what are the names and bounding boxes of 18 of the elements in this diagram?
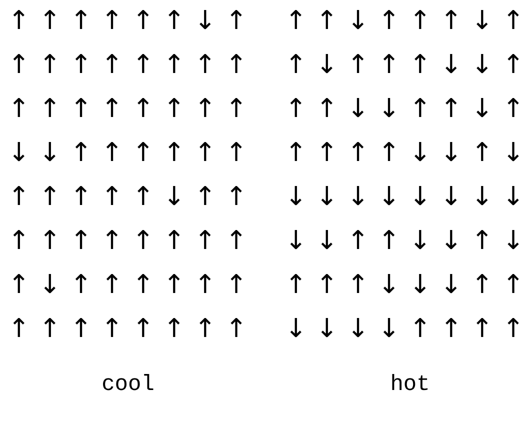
- grid-caption: cool: [102, 371, 154, 399]
- spin-arrow-row: ↑ ↑ ↓ ↓ ↑ ↑ ↓ ↑: [285, 94, 524, 124]
- spin-arrow-row: ↑ ↑ ↑ ↓ ↓ ↓ ↑ ↑: [285, 270, 524, 300]
- spin-arrow-row: ↑ ↑ ↑ ↑ ↑ ↑ ↑ ↑: [8, 226, 248, 256]
- spin-arrow-row: ↑ ↓ ↑ ↑ ↑ ↑ ↑ ↑: [8, 270, 248, 300]
- spin-arrow-row: ↑ ↑ ↑ ↑ ↑ ↑ ↑ ↑: [8, 314, 248, 344]
- spin-arrow-row: ↑ ↓ ↑ ↑ ↑ ↓ ↓ ↑: [285, 50, 524, 80]
- spin-arrow-row: ↑ ↑ ↑ ↑ ↑ ↑ ↓ ↑: [8, 6, 248, 36]
- spin-arrow-row: ↓ ↓ ↓ ↓ ↑ ↑ ↑ ↑: [285, 314, 524, 344]
- spin-arrow-row: ↓ ↓ ↑ ↑ ↓ ↓ ↑ ↓: [285, 226, 524, 256]
- spin-arrow-row: ↓ ↓ ↑ ↑ ↑ ↑ ↑ ↑: [8, 138, 248, 168]
- spin-arrow-row: ↑ ↑ ↓ ↑ ↑ ↑ ↓ ↑: [285, 6, 524, 36]
- spin-arrow-row: ↓ ↓ ↓ ↓ ↓ ↓ ↓ ↓: [285, 182, 524, 212]
- grid-caption: hot: [390, 371, 430, 399]
- spin-arrow-row: ↑ ↑ ↑ ↑ ↑ ↑ ↑ ↑: [8, 50, 248, 80]
- spin-arrow-row: ↑ ↑ ↑ ↑ ↑ ↑ ↑ ↑: [8, 94, 248, 124]
- spin-arrow-row: ↑ ↑ ↑ ↑ ↓ ↓ ↑ ↓: [285, 138, 524, 168]
- spin-arrow-row: ↑ ↑ ↑ ↑ ↑ ↓ ↑ ↑: [8, 182, 248, 212]
